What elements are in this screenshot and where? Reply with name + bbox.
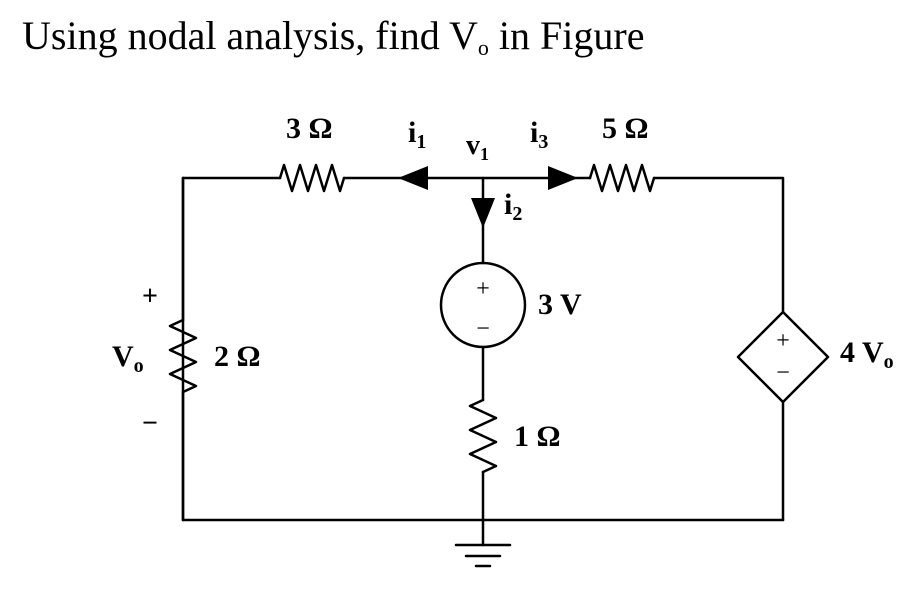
problem-text-after: in Figure bbox=[488, 13, 645, 58]
node-v1-main: v bbox=[466, 130, 480, 161]
problem-text-before: Using nodal analysis, find V bbox=[22, 13, 478, 58]
vo-plus: + bbox=[142, 281, 158, 312]
label-4vo-sub: o bbox=[884, 351, 894, 373]
node-v1-sub: 1 bbox=[480, 144, 489, 164]
label-i1-main: i bbox=[408, 116, 416, 149]
resistor-2ohm bbox=[168, 318, 198, 394]
label-2ohm: 2 Ω bbox=[214, 340, 261, 373]
depsrc-minus: − bbox=[776, 360, 790, 386]
label-i3: i3 bbox=[530, 116, 548, 153]
problem-statement: Using nodal analysis, find Vo in Figure bbox=[22, 12, 644, 61]
arrow-i2 bbox=[471, 198, 495, 228]
dependent-source-4vo bbox=[736, 310, 830, 404]
label-i3-main: i bbox=[530, 116, 538, 149]
resistor-5ohm bbox=[588, 163, 656, 193]
depsrc-plus: + bbox=[776, 328, 790, 354]
vo-label: Vo bbox=[112, 340, 144, 377]
label-i2: i2 bbox=[504, 188, 522, 225]
label-i1: i1 bbox=[408, 116, 426, 153]
label-1ohm: 1 Ω bbox=[514, 420, 561, 453]
label-4vo-main: 4 V bbox=[840, 336, 884, 369]
label-i2-main: i bbox=[504, 188, 512, 221]
resistor-1ohm bbox=[468, 398, 498, 474]
vo-minus: − bbox=[142, 408, 158, 439]
wire-top-right bbox=[652, 176, 785, 314]
problem-subscript: o bbox=[477, 35, 489, 60]
arrow-i1 bbox=[398, 166, 428, 190]
resistor-3ohm bbox=[278, 163, 346, 193]
label-3v: 3 V bbox=[538, 288, 582, 321]
node-v1: v1 bbox=[466, 130, 489, 164]
label-i3-sub: 3 bbox=[538, 131, 548, 153]
vo-label-sub: o bbox=[134, 355, 144, 377]
label-i2-sub: 2 bbox=[512, 203, 522, 225]
label-4vo: 4 Vo bbox=[840, 336, 894, 373]
label-3ohm: 3 Ω bbox=[286, 112, 333, 145]
label-i1-sub: 1 bbox=[416, 131, 426, 153]
ground-symbol bbox=[454, 543, 512, 568]
vsrc-plus: + bbox=[476, 276, 490, 302]
label-5ohm: 5 Ω bbox=[602, 112, 649, 145]
vo-label-main: V bbox=[112, 340, 134, 373]
arrow-i3 bbox=[548, 166, 578, 190]
vsrc-minus: − bbox=[476, 316, 490, 342]
